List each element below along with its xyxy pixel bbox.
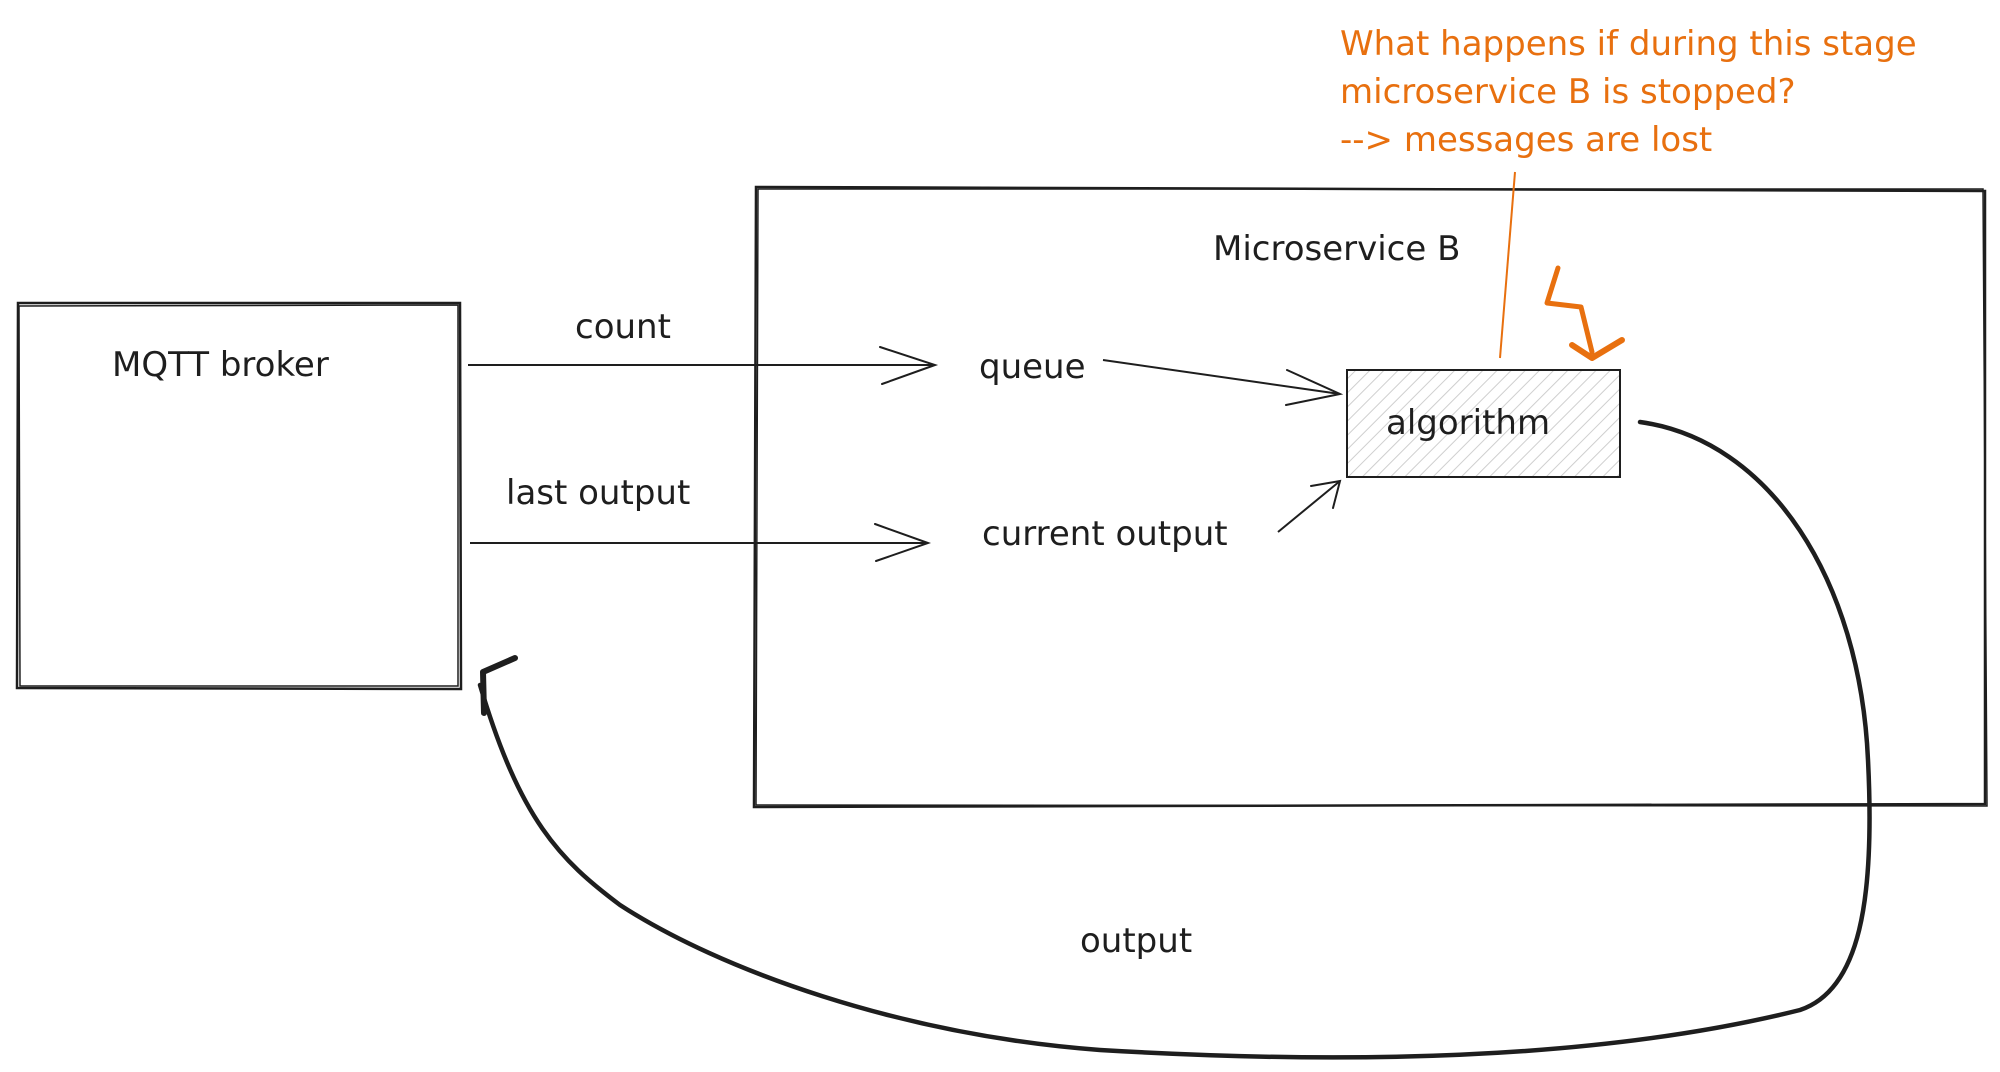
last-output-arrow: [470, 523, 932, 562]
mqtt-broker-box: [15, 301, 463, 691]
annotation-note: What happens if during this stage micros…: [1340, 20, 1917, 164]
annotation-line-3: --> messages are lost: [1340, 120, 1713, 160]
annotation-line-1: What happens if during this stage: [1340, 24, 1917, 64]
count-arrow: [468, 346, 939, 385]
algorithm-label: algorithm: [1386, 403, 1551, 443]
lightning-bolt-icon: [1544, 265, 1625, 361]
microservice-b-box: [752, 185, 1988, 809]
current-output-to-algorithm-arrow: [1277, 479, 1342, 533]
current-output-label: current output: [982, 514, 1228, 554]
output-edge-label: output: [1080, 921, 1193, 961]
annotation-pointer-line: [1499, 171, 1516, 359]
output-arrow: [477, 419, 1872, 1060]
algorithm-box: [1346, 369, 1621, 478]
microservice-b-label: Microservice B: [1213, 229, 1461, 269]
queue-label: queue: [979, 347, 1086, 387]
last-output-edge-label: last output: [506, 473, 691, 513]
queue-to-algorithm-arrow: [1102, 359, 1344, 406]
annotation-line-2: microservice B is stopped?: [1340, 72, 1796, 112]
count-edge-label: count: [575, 307, 671, 347]
mqtt-broker-label: MQTT broker: [112, 345, 329, 385]
